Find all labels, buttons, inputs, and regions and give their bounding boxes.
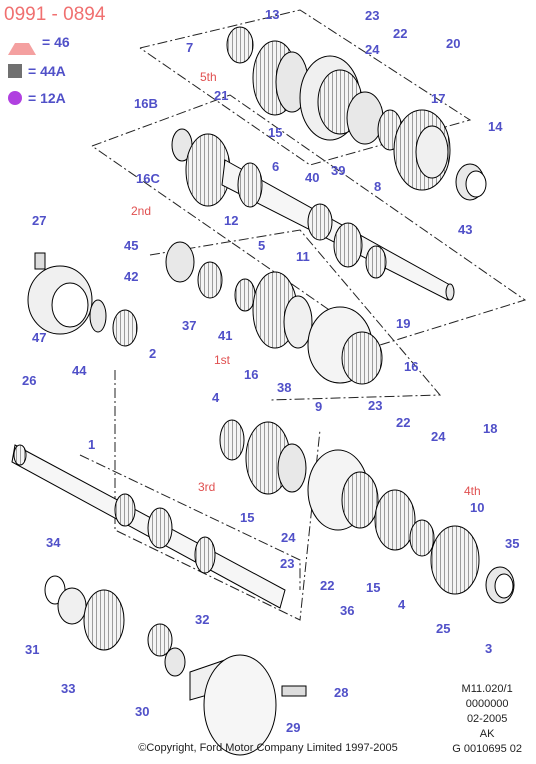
callout-35: 35 bbox=[505, 536, 520, 551]
legend-circle: = 12A bbox=[8, 90, 66, 106]
callout-3: 3 bbox=[485, 641, 493, 656]
callout-24-mid: 24 bbox=[431, 429, 446, 444]
callout-45: 45 bbox=[124, 238, 139, 253]
callout-24: 24 bbox=[365, 42, 380, 57]
callout-16-right: 16 bbox=[404, 359, 419, 374]
callout-40: 40 bbox=[305, 170, 320, 185]
legend-circle-text: = 12A bbox=[28, 90, 66, 106]
callout-23: 23 bbox=[365, 8, 380, 23]
bearing-retainer-assembly bbox=[27, 252, 138, 347]
ref-line: G 0010695 02 bbox=[452, 743, 522, 755]
group-box-lower bbox=[114, 370, 321, 621]
callout-14: 14 bbox=[488, 119, 503, 134]
callout-9: 9 bbox=[315, 399, 323, 414]
callout-38: 38 bbox=[277, 380, 292, 395]
callout-27: 27 bbox=[32, 213, 47, 228]
callout-12: 12 bbox=[224, 213, 239, 228]
countershaft bbox=[171, 128, 455, 301]
ref-line: 02-2005 bbox=[466, 713, 508, 725]
callout-5: 5 bbox=[258, 238, 266, 253]
callout-1st: 1st bbox=[214, 353, 231, 367]
middle-gear-cluster bbox=[165, 241, 383, 385]
square-icon bbox=[8, 64, 22, 78]
lower-gear-cluster bbox=[219, 419, 515, 604]
legend-triangle-text: = 46 bbox=[42, 34, 70, 50]
callout-15-bottom: 15 bbox=[366, 580, 381, 595]
callout-24-lower: 24 bbox=[281, 530, 296, 545]
callout-23-mid: 23 bbox=[368, 398, 383, 413]
callout-6: 6 bbox=[272, 159, 280, 174]
callout-28: 28 bbox=[334, 685, 349, 700]
copyright-text: ©Copyright, Ford Motor Company Limited 1… bbox=[138, 742, 398, 754]
callout-42: 42 bbox=[124, 269, 139, 284]
callout-16-left: 16 bbox=[244, 367, 259, 382]
callout-37: 37 bbox=[182, 318, 197, 333]
reverse-gear-parts bbox=[44, 575, 307, 756]
callout-5th: 5th bbox=[200, 70, 217, 84]
callout-41: 41 bbox=[218, 328, 233, 343]
reference-block: M11.020/1 0000000 02-2005 AK G 0010695 0… bbox=[452, 682, 522, 757]
callout-22-lower: 22 bbox=[320, 578, 335, 593]
callout-32: 32 bbox=[195, 612, 210, 627]
callout-16b: 16B bbox=[134, 96, 158, 111]
callout-2: 2 bbox=[149, 346, 157, 361]
callout-23-lower: 23 bbox=[280, 556, 295, 571]
callout-26: 26 bbox=[22, 373, 37, 388]
callout-4-bottom: 4 bbox=[398, 597, 406, 612]
callout-15: 15 bbox=[268, 125, 283, 140]
callout-33: 33 bbox=[61, 681, 76, 696]
callout-10: 10 bbox=[470, 500, 485, 515]
legend-square: = 44A bbox=[8, 63, 66, 79]
diagram-title: 0991 - 0894 bbox=[4, 4, 106, 25]
ref-line: M11.020/1 bbox=[461, 683, 513, 695]
callout-29: 29 bbox=[286, 720, 301, 735]
callout-4th: 4th bbox=[464, 484, 481, 498]
callout-36: 36 bbox=[340, 603, 355, 618]
legend-square-text: = 44A bbox=[28, 63, 66, 79]
callout-1: 1 bbox=[88, 437, 96, 452]
callout-16c: 16C bbox=[136, 171, 160, 186]
callout-47: 47 bbox=[32, 330, 47, 345]
callout-21: 21 bbox=[214, 88, 229, 103]
triangle-icon bbox=[8, 29, 36, 55]
callout-31: 31 bbox=[25, 642, 40, 657]
callout-18: 18 bbox=[483, 421, 498, 436]
callout-22: 22 bbox=[393, 26, 408, 41]
callout-34: 34 bbox=[46, 535, 61, 550]
callout-43: 43 bbox=[458, 222, 473, 237]
callout-15-lower: 15 bbox=[240, 510, 255, 525]
callout-25: 25 bbox=[436, 621, 451, 636]
callout-2nd: 2nd bbox=[131, 204, 152, 218]
callout-39: 39 bbox=[331, 163, 346, 178]
callout-20: 20 bbox=[446, 36, 461, 51]
callout-44: 44 bbox=[72, 363, 87, 378]
callout-13: 13 bbox=[265, 7, 280, 22]
mainshaft bbox=[11, 444, 286, 609]
ref-line: 0000000 bbox=[465, 698, 509, 710]
group-box-output bbox=[79, 454, 301, 590]
circle-icon bbox=[8, 91, 22, 105]
callout-8: 8 bbox=[374, 179, 382, 194]
callout-3rd: 3rd bbox=[198, 480, 216, 494]
callout-19: 19 bbox=[396, 316, 411, 331]
top-gear-cluster bbox=[226, 26, 487, 201]
callout-17: 17 bbox=[431, 91, 446, 106]
callout-22-mid: 22 bbox=[396, 415, 411, 430]
callout-4-top: 4 bbox=[212, 390, 220, 405]
legend-triangle: = 46 bbox=[8, 34, 70, 55]
callout-11: 11 bbox=[296, 249, 310, 264]
group-box-mid bbox=[149, 229, 442, 401]
callout-30: 30 bbox=[135, 704, 150, 719]
group-box-top bbox=[139, 9, 472, 166]
callout-7: 7 bbox=[186, 40, 194, 55]
ref-line: AK bbox=[479, 728, 495, 740]
